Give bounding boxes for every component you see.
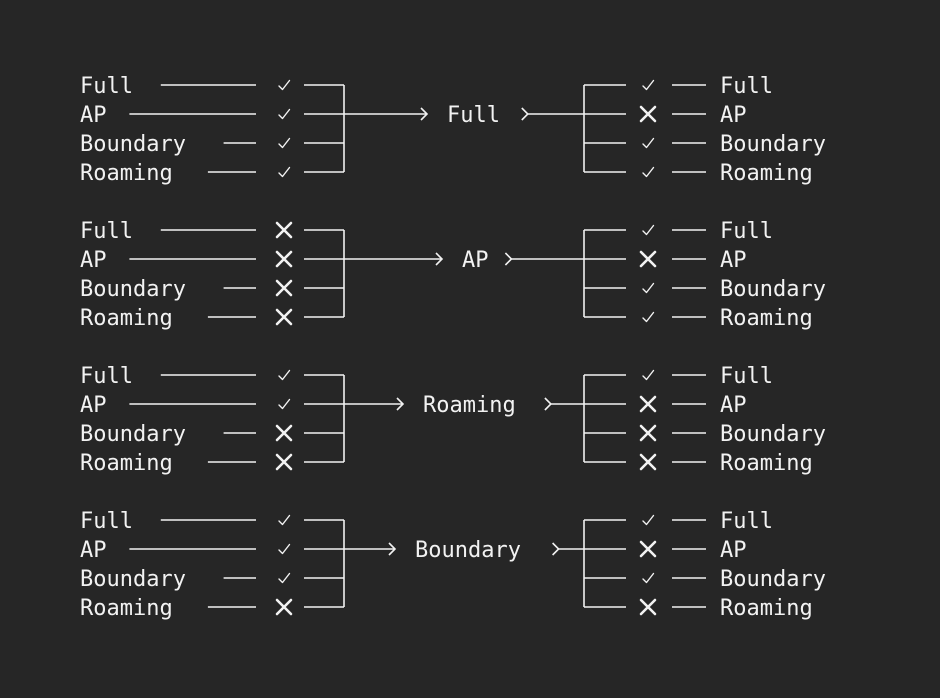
cross-icon <box>275 424 293 442</box>
input-mode-label: Full <box>80 219 133 244</box>
check-icon <box>642 311 655 323</box>
mode-group: FullAPBoundaryRoamingFullFullAPBoundaryR… <box>80 74 826 186</box>
arrow-into-node <box>388 542 397 556</box>
input-mode-label: Roaming <box>80 451 173 476</box>
input-mode-label: Roaming <box>80 596 173 621</box>
input-mode-label: Roaming <box>80 161 173 186</box>
cross-icon <box>639 250 657 268</box>
arrow-out-of-node <box>544 397 553 411</box>
output-mode-label: Roaming <box>720 451 813 476</box>
check-icon <box>642 224 655 236</box>
arrow-into-node <box>420 107 429 121</box>
output-mode-label: AP <box>720 393 747 418</box>
arrow-out-of-node <box>504 252 513 266</box>
check-icon <box>278 398 291 410</box>
output-mode-label: Full <box>720 364 773 389</box>
output-mode-label: Full <box>720 219 773 244</box>
output-mode-label: Roaming <box>720 161 813 186</box>
check-icon <box>642 166 655 178</box>
cross-icon <box>275 279 293 297</box>
check-icon <box>278 369 291 381</box>
check-icon <box>278 514 291 526</box>
output-mode-label: Boundary <box>720 567 826 592</box>
check-icon <box>642 572 655 584</box>
input-mode-label: AP <box>80 248 107 273</box>
input-mode-label: Boundary <box>80 567 186 592</box>
cross-icon <box>275 250 293 268</box>
input-mode-label: AP <box>80 393 107 418</box>
input-mode-label: AP <box>80 103 107 128</box>
cross-icon <box>639 105 657 123</box>
output-mode-label: Roaming <box>720 596 813 621</box>
input-mode-label: Full <box>80 364 133 389</box>
output-mode-label: Boundary <box>720 277 826 302</box>
check-icon <box>278 572 291 584</box>
target-mode-label: Boundary <box>415 538 521 563</box>
cross-icon <box>275 598 293 616</box>
arrow-out-of-node <box>552 542 560 556</box>
input-mode-label: Boundary <box>80 132 186 157</box>
cross-icon <box>639 424 657 442</box>
arrow-out-of-node <box>521 107 529 121</box>
input-mode-label: Roaming <box>80 306 173 331</box>
check-icon <box>278 79 291 91</box>
check-icon <box>642 137 655 149</box>
output-mode-label: Roaming <box>720 306 813 331</box>
cross-icon <box>275 453 293 471</box>
output-mode-label: Full <box>720 509 773 534</box>
cross-icon <box>639 540 657 558</box>
target-mode-label: Full <box>447 103 500 128</box>
target-mode-label: Roaming <box>423 393 516 418</box>
cross-icon <box>639 598 657 616</box>
output-mode-label: AP <box>720 538 747 563</box>
input-mode-label: Full <box>80 74 133 99</box>
output-mode-label: AP <box>720 248 747 273</box>
check-icon <box>278 166 291 178</box>
check-icon <box>642 79 655 91</box>
cross-icon <box>275 308 293 326</box>
arrow-into-node <box>396 397 405 411</box>
cross-icon <box>275 221 293 239</box>
check-icon <box>642 369 655 381</box>
mode-group: FullAPBoundaryRoamingRoamingFullAPBounda… <box>80 364 826 476</box>
check-icon <box>278 137 291 149</box>
check-icon <box>278 543 291 555</box>
cross-icon <box>639 453 657 471</box>
output-mode-label: Full <box>720 74 773 99</box>
check-icon <box>642 514 655 526</box>
check-icon <box>278 108 291 120</box>
output-mode-label: AP <box>720 103 747 128</box>
input-mode-label: Full <box>80 509 133 534</box>
check-icon <box>642 282 655 294</box>
input-mode-label: AP <box>80 538 107 563</box>
input-mode-label: Boundary <box>80 422 186 447</box>
output-mode-label: Boundary <box>720 132 826 157</box>
target-mode-label: AP <box>462 248 489 273</box>
cross-icon <box>639 395 657 413</box>
arrow-into-node <box>435 252 444 266</box>
output-mode-label: Boundary <box>720 422 826 447</box>
input-mode-label: Boundary <box>80 277 186 302</box>
